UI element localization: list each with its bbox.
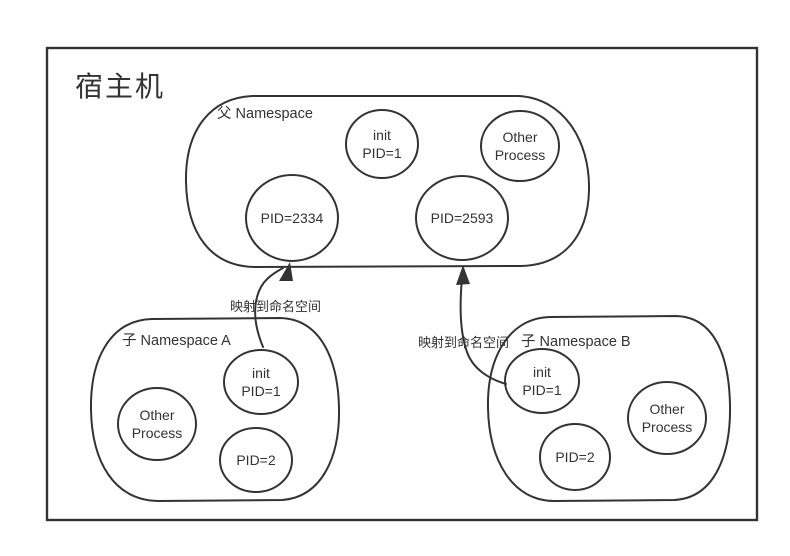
parent-other-label-line1: Other	[502, 129, 537, 145]
parent-init-label-line1: init	[373, 127, 391, 143]
parent-pid2593-label: PID=2593	[431, 210, 494, 226]
map-arrow-a	[254, 267, 284, 348]
child-a-pid2-circle	[219, 427, 293, 493]
parent-other-label-line2: Process	[495, 147, 546, 163]
child-namespace-a-label: 子 Namespace A	[122, 332, 231, 349]
parent-pid2334-circle	[245, 174, 339, 262]
child-b-pid2-circle	[539, 423, 611, 491]
parent-other-process-circle	[480, 110, 560, 182]
child-b-init-label-line2: PID=1	[522, 382, 562, 398]
map-arrow-b-head-icon	[456, 265, 470, 285]
child-b-other-label-line2: Process	[642, 419, 693, 435]
parent-pid2334-label: PID=2334	[261, 210, 324, 226]
child-b-init-label-line1: init	[533, 364, 551, 380]
child-a-pid2-label: PID=2	[236, 452, 276, 468]
map-arrow-b-label: 映射到命名空间	[418, 335, 509, 350]
host-title: 宿主机	[75, 71, 165, 102]
parent-pid2593-circle	[415, 175, 509, 261]
map-arrow-a-label: 映射到命名空间	[230, 299, 321, 314]
child-a-other-label-line2: Process	[132, 425, 183, 441]
child-a-init-circle	[223, 349, 299, 415]
child-namespace-b-label: 子 Namespace B	[521, 333, 631, 350]
child-a-init-label-line2: PID=1	[241, 383, 281, 399]
child-a-other-label-line1: Other	[139, 407, 174, 423]
child-b-init-circle	[504, 348, 580, 414]
child-b-pid2-label: PID=2	[555, 449, 595, 465]
parent-init-circle	[345, 109, 419, 179]
map-arrow-a-head-icon	[279, 262, 293, 281]
parent-namespace-label: 父 Namespace	[217, 106, 313, 122]
child-b-other-label-line1: Other	[649, 401, 684, 417]
child-a-other-process-circle	[117, 387, 197, 461]
parent-init-label-line2: PID=1	[362, 145, 402, 161]
host-boundary	[45, 46, 759, 522]
map-arrow-b	[459, 277, 507, 385]
child-a-init-label-line1: init	[252, 365, 270, 381]
child-b-other-process-circle	[627, 381, 707, 455]
